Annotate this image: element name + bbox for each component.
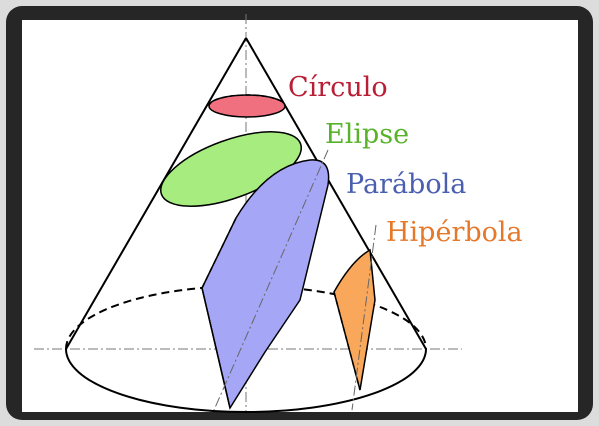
ellipse-section xyxy=(160,131,302,207)
hyperbola-axis xyxy=(351,224,377,411)
ellipse-label: Elipse xyxy=(325,119,409,150)
cone-left-side xyxy=(65,37,247,350)
parabola-axis xyxy=(213,149,329,411)
parabola-chord xyxy=(201,287,231,409)
parabola-hidden-edge xyxy=(201,217,237,289)
circle-back-edge xyxy=(208,94,286,107)
base-front-arc xyxy=(65,348,427,413)
parabola-label: Parábola xyxy=(346,169,466,200)
hyperbola-section xyxy=(333,248,376,391)
cone-right-side xyxy=(245,37,427,350)
hyperbola-hidden-edge xyxy=(333,291,361,391)
circle-label: Círculo xyxy=(288,72,388,103)
hyperbola-label: Hipérbola xyxy=(386,217,523,248)
